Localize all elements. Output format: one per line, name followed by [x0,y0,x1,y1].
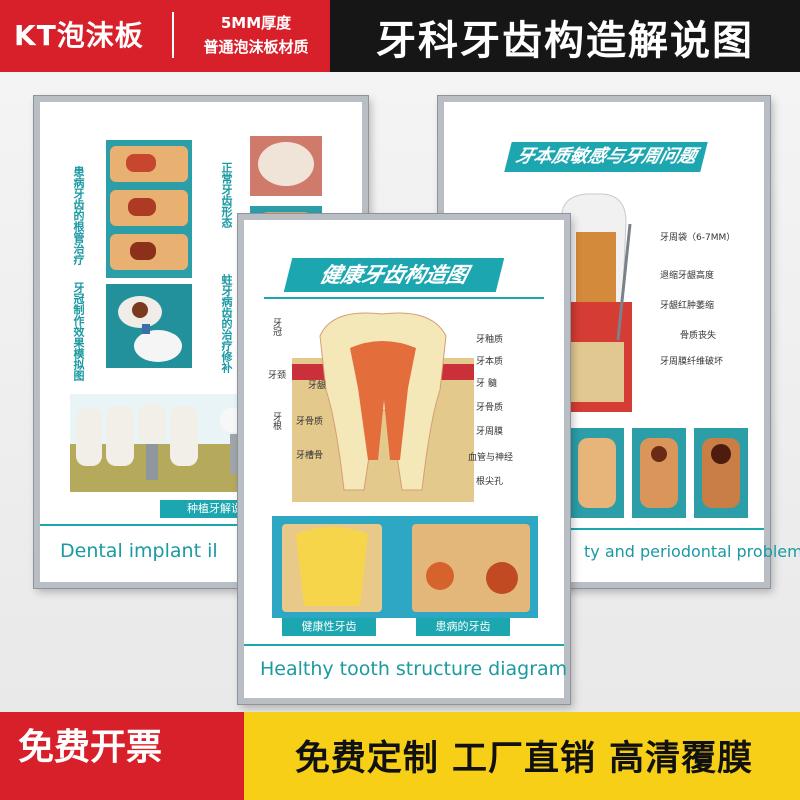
label-periodontal-ligament: 牙周膜 [476,427,504,437]
label-gum-swelling: 牙龈红肿萎缩 [660,301,715,311]
tooth-cross-section-image [292,312,474,502]
caption-diseased: 患病的牙齿 [416,618,510,636]
header-title-bar [330,0,800,72]
label-enamel: 牙釉质 [476,335,504,345]
caption-healthy: 健康性牙齿 [282,618,376,636]
label-crown: 牙冠 [271,318,281,336]
footer-slogan-bar [244,712,800,800]
footer-slogan: 免费定制 工厂直销 高清覆膜 [294,739,754,779]
label-ligament-damage: 牙周膜纤维破坏 [660,357,724,367]
probe-icon [616,223,632,341]
periodontal-stage-images [570,428,748,518]
header-brand-bar [0,0,330,72]
title-underline [264,297,544,299]
vertical-label-crown: 牙冠制作效果模拟图 [72,282,85,381]
label-gum-recession: 退缩牙龈高度 [660,271,715,281]
label-periodontal-pocket: 牙周袋（6-7MM） [660,233,736,243]
label-pulp: 牙 髓 [476,379,497,389]
right-poster-title: 牙本质敏感与牙周问题 [504,142,708,172]
periodontal-tooth-image [556,193,632,412]
label-dentin: 牙本质 [476,357,504,367]
label-apical-foramen: 根尖孔 [476,477,504,487]
spec-material: 普通泡沫板材质 [203,38,309,56]
label-cementum: 牙骨质 [476,403,504,413]
tooth-comparison-image [272,516,538,618]
invoice-badge: 免费开票 [18,727,163,768]
label-alveolar-bone: 牙槽骨 [296,451,324,461]
spec-thickness: 5MM厚度 [220,14,292,32]
center-divider [244,644,564,646]
label-root: 牙根 [271,412,281,430]
label-cementum-left: 牙骨质 [296,417,324,427]
vertical-label-cavity: 蛀牙病齿的治疗修补 [220,274,233,373]
right-divider [444,528,764,530]
poster-healthy-tooth: 健康牙齿构造图 牙冠 牙颈 牙根 牙槽骨 牙龈 牙骨质 牙釉质 牙本质 牙 髓 … [238,214,570,704]
right-english-title: ty and periodontal problems [584,542,800,561]
center-poster-title: 健康牙齿构造图 [283,258,505,292]
page-title: 牙科牙齿构造解说图 [376,18,754,64]
label-vessels-nerves: 血管与神经 [468,453,514,463]
left-divider [40,524,362,526]
crown-image [106,284,192,368]
label-bone-loss: 骨质丧失 [680,331,717,341]
vertical-label-normal-tooth: 正常牙齿形态 [220,162,233,228]
left-english-title: Dental implant il [60,540,218,562]
header-divider [172,12,174,58]
brand-label: KT泡沫板 [14,19,144,52]
label-neck: 牙颈 [268,371,287,381]
footer-badge-bar [0,712,244,800]
root-canal-image [106,140,192,278]
vertical-label-root-canal: 患病牙齿的根管治疗 [72,166,85,265]
center-english-title: Healthy tooth structure diagram [260,658,568,680]
label-gum: 牙龈 [308,381,327,391]
